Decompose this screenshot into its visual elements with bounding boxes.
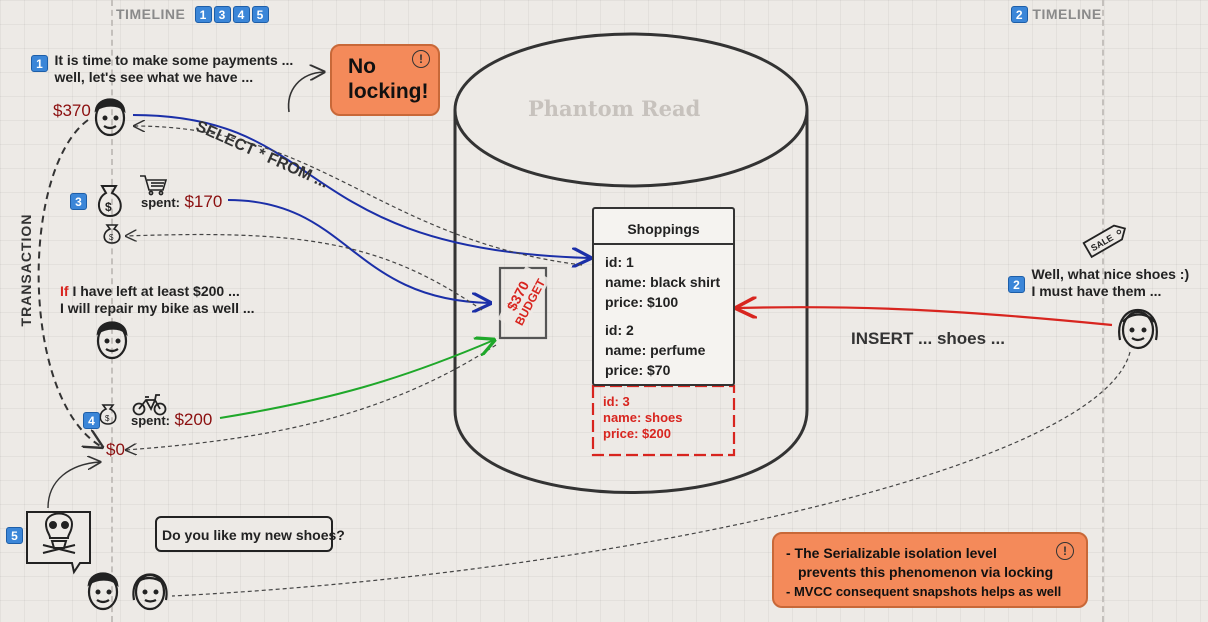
phantom-price: price: $200: [603, 426, 671, 441]
badge-4: 4: [232, 6, 250, 23]
cart-icon: [140, 175, 168, 196]
if-line1: I have left at least $200 ...: [68, 283, 240, 299]
budget-box: [498, 266, 548, 340]
select-arrow-1: [132, 114, 590, 258]
transaction-loop: [37, 119, 102, 447]
table-row: id: 1 name: black shirt price: $100: [605, 252, 720, 312]
phantom-row: id: 3 name: shoes price: $200: [603, 394, 682, 442]
man-avatar-top: [94, 98, 126, 137]
row1-price: price: $100: [605, 294, 679, 310]
man-avatar-bottom: [87, 572, 119, 611]
step3-spent-value: $170: [184, 192, 223, 211]
money-bag-icon-1: $: [98, 185, 122, 218]
note-line1: - The Serializable isolation level: [786, 545, 997, 561]
step4-badge: 4: [83, 412, 100, 429]
step4-spent-label: spent:: [131, 413, 170, 428]
no-locking-line1: No: [348, 55, 376, 78]
step1-line2: well, let's see what we have ...: [54, 69, 254, 85]
row1-name: name: black shirt: [605, 274, 721, 290]
step2-text: 2 Well, what nice shoes :) I must have t…: [1008, 266, 1189, 301]
money-end: $0: [106, 440, 125, 459]
woman-avatar-bottom: [132, 573, 168, 611]
select-arrow-2: [227, 199, 490, 303]
row2-id: id: 2: [605, 322, 634, 338]
badge-3: 3: [213, 6, 231, 23]
money-bag-icon-3: $: [99, 404, 117, 425]
step1-badge: 1: [31, 55, 48, 72]
svg-text:$: $: [105, 414, 110, 423]
step2-line2: I must have them ...: [1031, 283, 1162, 299]
database-cylinder: [453, 32, 809, 494]
note-line2: prevents this phenomenon via locking: [798, 564, 1054, 580]
warning-icon: !: [1056, 542, 1074, 560]
row2-price: price: $70: [605, 362, 671, 378]
phantom-name: name: shoes: [603, 410, 683, 425]
woman-avatar-right: [1118, 308, 1158, 350]
svg-text:$: $: [105, 200, 112, 214]
no-locking-line2: locking!: [348, 80, 429, 103]
bicycle-icon: [132, 394, 167, 416]
row1-id: id: 1: [605, 254, 634, 270]
phantom-id: id: 3: [603, 394, 630, 409]
skull-speech-bubble: [26, 511, 91, 575]
shoes-question: Do you like my new shoes?: [162, 527, 345, 543]
left-timeline-line: [111, 0, 113, 622]
row2-name: name: perfume: [605, 342, 706, 358]
note-line3: - MVCC consequent snapshots helps as wel…: [786, 584, 1062, 599]
no-locking-callout: No locking! !: [330, 44, 440, 116]
money-start: $370: [53, 101, 91, 120]
badge-1: 1: [194, 6, 212, 23]
db-title: Phantom Read: [528, 96, 701, 121]
table-row: id: 2 name: perfume price: $70: [605, 320, 705, 380]
step3-spent-label: spent:: [141, 195, 180, 210]
skull-pointer: [47, 462, 100, 509]
badge-2: 2: [1011, 6, 1028, 23]
right-timeline-label: 2 TIMELINE: [1011, 6, 1102, 23]
step2-line1: Well, what nice shoes :): [1031, 266, 1190, 282]
step1-text: 1 It is time to make some payments ... w…: [31, 52, 293, 87]
step1-line1: It is time to make some payments ...: [54, 52, 294, 68]
timeline-label-text: TIMELINE: [116, 6, 186, 22]
no-locking-pointer: [287, 72, 324, 113]
shoppings-table: Shoppings id: 1 name: black shirt price:…: [592, 207, 735, 386]
shoes-speech-bubble: Do you like my new shoes?: [155, 516, 345, 552]
timeline-label-text: TIMELINE: [1032, 6, 1102, 22]
sale-tag-icon: SALE: [1082, 224, 1127, 259]
table-title: Shoppings: [594, 209, 733, 245]
insert-arrow: [737, 307, 1113, 327]
bike-arrow: [219, 340, 494, 419]
phantom-row-box: [591, 384, 736, 457]
step2-badge: 2: [1008, 276, 1025, 293]
if-word: If: [60, 283, 69, 299]
if-line2: I will repair my bike as well ...: [60, 300, 255, 316]
step3-spent: spent: $170: [141, 192, 222, 212]
svg-text:$: $: [109, 233, 114, 242]
step4-spent-value: $200: [174, 410, 213, 429]
step4-spent: spent: $200: [131, 410, 212, 430]
warning-icon: !: [412, 50, 430, 68]
money-bag-icon-2: $: [103, 224, 121, 244]
right-timeline-line: [1102, 0, 1104, 622]
if-text: If I have left at least $200 ... I will …: [60, 283, 255, 317]
return-arrow-1: [134, 126, 583, 266]
step3-badge: 3: [70, 193, 87, 210]
shoes-arrow: [171, 351, 1131, 597]
badge-5: 5: [251, 6, 269, 23]
man-avatar-middle: [96, 321, 128, 360]
step5-badge: 5: [6, 527, 23, 544]
serializable-note: - The Serializable isolation level preve…: [772, 532, 1088, 608]
insert-label: INSERT ... shoes ...: [851, 329, 1005, 348]
